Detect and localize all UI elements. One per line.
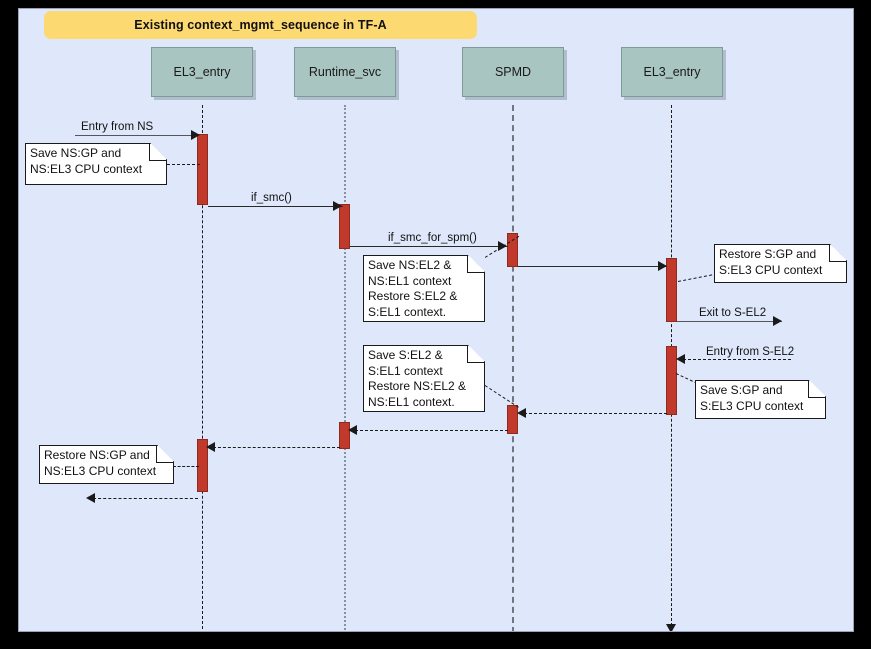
note-connector-6: [173, 466, 199, 467]
arrowhead-icon-entry-from-ns: [191, 130, 200, 140]
message-line-if-smc-for-spm: [350, 246, 508, 247]
arrowhead-icon-if-smc-for-spm: [498, 241, 507, 251]
activation-bar-el3-entry-s-1[interactable]: [666, 258, 677, 322]
note-save-ns-gp: Save NS:GP and NS:EL3 CPU context: [25, 143, 167, 185]
activation-bar-el3-entry-ns-2[interactable]: [197, 439, 208, 492]
arrowhead-icon-entry-from-s-el2: [676, 354, 685, 364]
note-restore-s-gp: Restore S:GP and S:EL3 CPU context: [714, 244, 847, 283]
message-label-if-smc: if_smc(): [249, 192, 294, 204]
activation-bar-runtime-svc-1[interactable]: [339, 204, 350, 249]
arrowhead-icon-exit-to-s-el2: [773, 316, 782, 326]
arrowhead-icon-el3-entry-s-to-spmd: [517, 408, 526, 418]
activation-bar-spmd-2[interactable]: [507, 405, 518, 434]
diagram-title-banner: Existing context_mgmt_sequence in TF-A: [44, 11, 477, 39]
diagram-title: Existing context_mgmt_sequence in TF-A: [134, 18, 387, 32]
lifeline-end-arrow-icon: [666, 624, 676, 631]
note-save-s-el2: Save S:EL2 & S:EL1 context Restore NS:EL…: [363, 345, 485, 412]
participant-label: EL3_entry: [643, 65, 701, 79]
message-line-el3-entry-ns-exit: [93, 498, 198, 499]
diagram-canvas: Existing context_mgmt_sequence in TF-A E…: [18, 8, 854, 632]
lifeline-runtime-svc: [344, 105, 346, 631]
arrowhead-icon-el3-entry-ns-exit: [86, 493, 95, 503]
arrowhead-icon-if-smc: [333, 201, 342, 211]
activation-bar-el3-entry-ns-1[interactable]: [197, 134, 208, 205]
note-connector-3: [677, 273, 718, 282]
participant-runtime-svc[interactable]: Runtime_svc: [294, 47, 396, 97]
activation-bar-spmd-1[interactable]: [507, 233, 518, 267]
message-line-entry-from-s-el2: [683, 359, 791, 360]
participant-spmd[interactable]: SPMD: [462, 47, 564, 97]
participant-label: EL3_entry: [173, 65, 231, 79]
message-label-entry-from-s-el2: Entry from S-EL2: [704, 346, 797, 358]
message-label-exit-to-s-el2: Exit to S-EL2: [697, 307, 769, 319]
note-connector-1: [167, 164, 200, 165]
note-save-ns-el2: Save NS:EL2 & NS:EL1 context Restore S:E…: [363, 255, 485, 322]
lifeline-el3-entry-ns: [202, 105, 203, 631]
activation-bar-el3-entry-s-2[interactable]: [666, 346, 677, 415]
lifeline-spmd: [512, 105, 514, 631]
arrowhead-icon-spmd-to-el3-entry-s: [658, 261, 667, 271]
participant-label: SPMD: [494, 65, 532, 79]
activation-bar-runtime-svc-2[interactable]: [339, 422, 350, 449]
note-restore-ns-gp: Restore NS:GP and NS:EL3 CPU context: [39, 445, 174, 484]
message-line-if-smc: [208, 206, 343, 207]
arrowhead-icon-runtime-svc-to-el3-entry-ns: [206, 442, 215, 452]
message-line-entry-from-ns: [75, 135, 197, 136]
message-line-spmd-to-runtime-svc: [355, 430, 508, 431]
participant-el3-entry-s[interactable]: EL3_entry: [621, 47, 723, 97]
message-line-spmd-to-el3-entry-s: [518, 266, 667, 267]
message-line-runtime-svc-to-el3-entry-ns: [213, 447, 340, 448]
arrowhead-icon-spmd-to-runtime-svc: [348, 425, 357, 435]
message-label-if-smc-for-spm: if_smc_for_spm(): [386, 232, 479, 244]
note-save-s-gp: Save S:GP and S:EL3 CPU context: [695, 380, 826, 419]
message-line-el3-entry-s-to-spmd: [524, 413, 667, 414]
message-line-exit-to-s-el2: [677, 321, 782, 322]
participant-el3-entry-ns[interactable]: EL3_entry: [151, 47, 253, 97]
participant-label: Runtime_svc: [308, 65, 382, 79]
message-label-entry-from-ns: Entry from NS: [79, 121, 156, 133]
